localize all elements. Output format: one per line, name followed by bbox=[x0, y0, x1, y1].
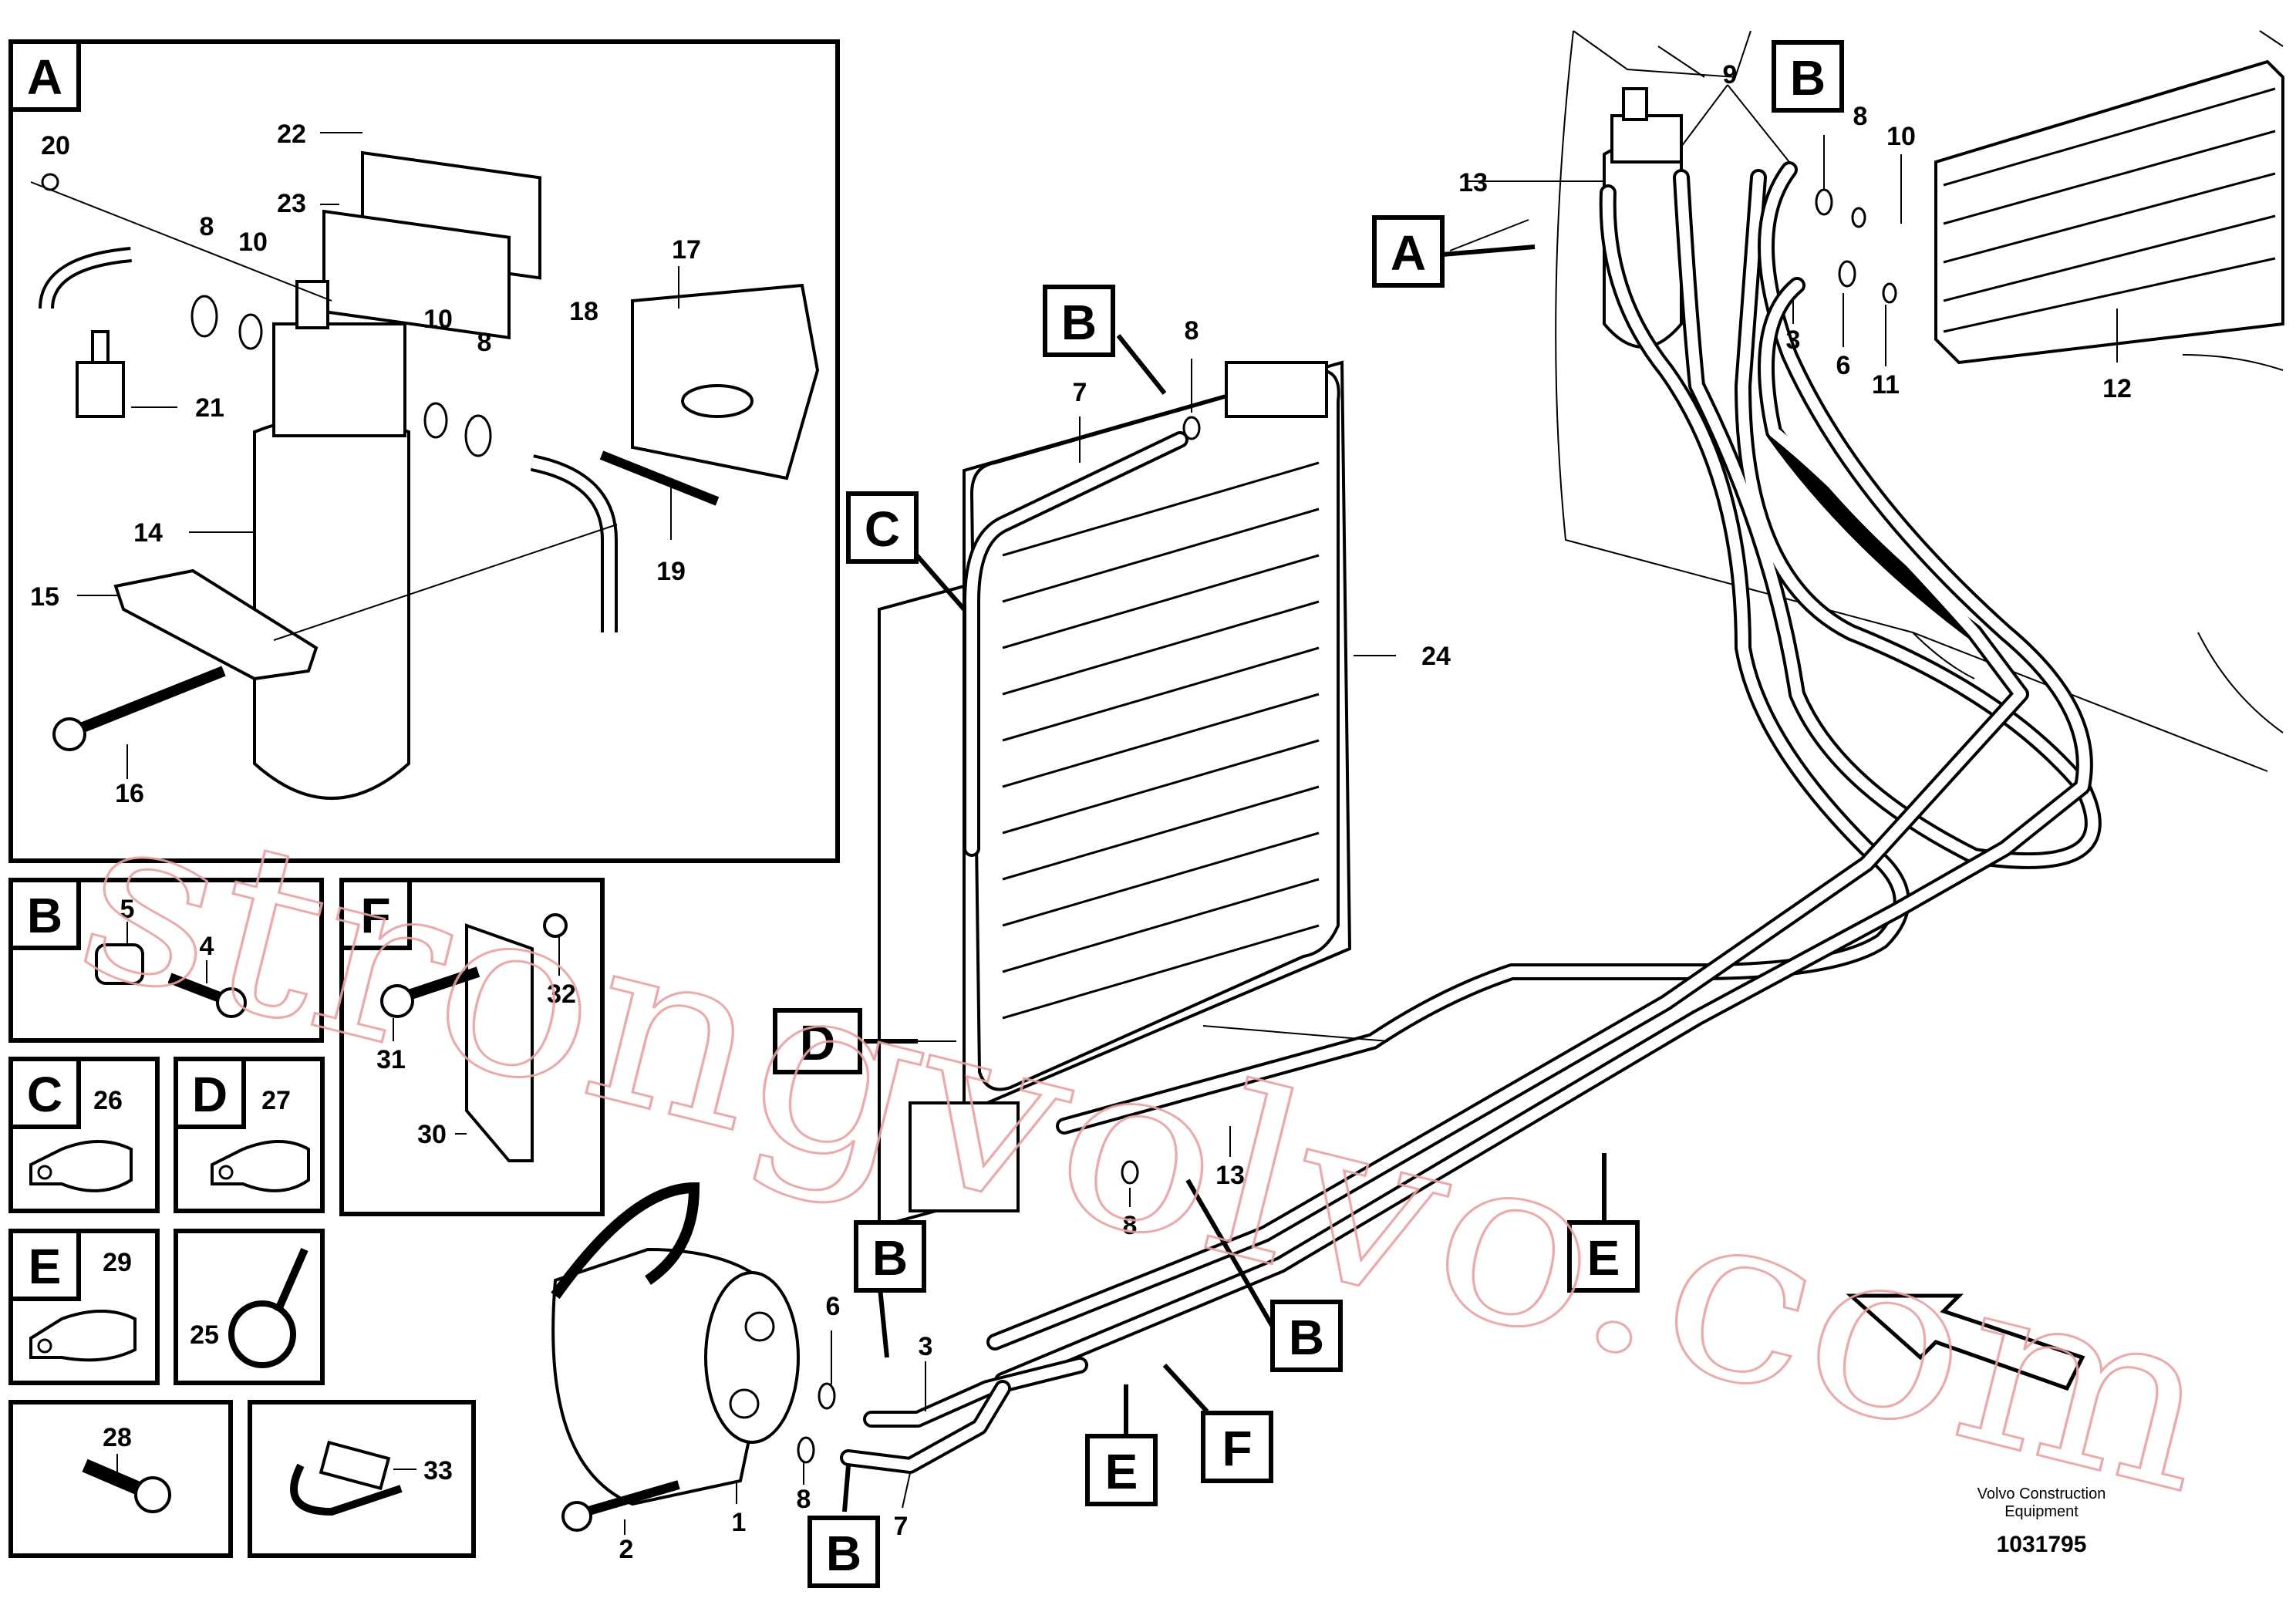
condenser-24 bbox=[878, 360, 1352, 1229]
ref-box-d: D bbox=[773, 1008, 862, 1074]
ref-box-b-condenser: B bbox=[1043, 285, 1115, 357]
callout-8-evap: 8 bbox=[1853, 102, 1868, 131]
callout-2: 2 bbox=[619, 1535, 634, 1564]
ref-box-b-compressor-bottom: B bbox=[807, 1516, 880, 1588]
document-number: 1031795 bbox=[1997, 1532, 2087, 1557]
callout-31: 31 bbox=[376, 1045, 406, 1074]
callout-27: 27 bbox=[261, 1086, 291, 1115]
callout-21: 21 bbox=[195, 393, 224, 423]
callout-20: 20 bbox=[41, 131, 70, 160]
detail-panel-d: D 27 bbox=[174, 1057, 325, 1213]
publisher-line-1: Volvo Construction bbox=[1977, 1485, 2106, 1502]
ref-box-e-right: E bbox=[1567, 1220, 1640, 1293]
svg-text:D: D bbox=[800, 1015, 835, 1071]
callout-8b: 8 bbox=[477, 328, 492, 357]
callout-8-comp: 8 bbox=[797, 1485, 811, 1514]
svg-text:B: B bbox=[1790, 50, 1826, 106]
callout-3-top: 3 bbox=[1786, 325, 1801, 355]
detail-panel-a: A bbox=[8, 39, 840, 863]
callout-3-comp: 3 bbox=[919, 1332, 933, 1361]
svg-text:B: B bbox=[1061, 295, 1097, 350]
callout-18: 18 bbox=[569, 297, 598, 326]
callout-22: 22 bbox=[277, 120, 306, 149]
panel-b-letter: B bbox=[27, 888, 62, 943]
panel-e-letter: E bbox=[29, 1239, 62, 1294]
ref-box-b-compressor-top: B bbox=[854, 1220, 926, 1293]
ref-box-a: A bbox=[1372, 215, 1445, 288]
callout-1: 1 bbox=[732, 1508, 747, 1537]
svg-text:B: B bbox=[826, 1526, 861, 1581]
main-assembly: B A B C D E B B bbox=[551, 30, 2284, 1588]
callout-9: 9 bbox=[1723, 60, 1738, 89]
publisher-footer: Volvo Construction Equipment 1031795 bbox=[1977, 1485, 2106, 1557]
callout-25: 25 bbox=[190, 1320, 219, 1350]
callout-19: 19 bbox=[656, 557, 686, 586]
callout-6-top: 6 bbox=[1836, 351, 1851, 380]
publisher-line-2: Equipment bbox=[2004, 1503, 2079, 1520]
ref-box-c: C bbox=[846, 491, 919, 564]
callout-23: 23 bbox=[277, 189, 306, 218]
detail-panel-clip-33: 33 bbox=[248, 1400, 476, 1558]
callout-10: 10 bbox=[238, 228, 268, 257]
callout-16: 16 bbox=[115, 779, 144, 808]
callout-8: 8 bbox=[200, 212, 214, 241]
callout-28: 28 bbox=[103, 1423, 132, 1452]
callout-13-top: 13 bbox=[1458, 168, 1488, 197]
callout-12: 12 bbox=[2102, 374, 2132, 403]
callout-7-comp: 7 bbox=[894, 1512, 909, 1541]
callout-14: 14 bbox=[133, 518, 163, 548]
callout-6-comp: 6 bbox=[826, 1292, 841, 1321]
callout-17: 17 bbox=[672, 235, 701, 265]
callout-11: 11 bbox=[1872, 370, 1900, 400]
callout-4: 4 bbox=[200, 932, 214, 961]
detail-panel-bolt-28: 28 bbox=[8, 1400, 233, 1558]
panel-a-letter: A bbox=[27, 49, 62, 105]
panel-f-letter: F bbox=[360, 888, 390, 943]
evaporator-12 bbox=[1934, 59, 2284, 365]
callout-8-lower: 8 bbox=[1123, 1211, 1138, 1240]
callout-15: 15 bbox=[30, 582, 59, 612]
callout-10b: 10 bbox=[423, 305, 453, 334]
callout-5: 5 bbox=[120, 895, 135, 924]
callout-33: 33 bbox=[423, 1456, 453, 1485]
callout-26: 26 bbox=[93, 1086, 123, 1115]
callout-13-lower: 13 bbox=[1215, 1161, 1245, 1190]
svg-text:F: F bbox=[1222, 1421, 1252, 1476]
ref-box-e-lower: E bbox=[1085, 1434, 1158, 1506]
callout-8-cond: 8 bbox=[1185, 316, 1199, 346]
callout-30: 30 bbox=[417, 1120, 447, 1149]
ref-box-b-lower: B bbox=[1270, 1300, 1343, 1372]
svg-text:A: A bbox=[1391, 225, 1426, 281]
compressor-1 bbox=[551, 1182, 800, 1532]
panel-c-letter: C bbox=[27, 1067, 62, 1122]
detail-panel-c: C 26 bbox=[8, 1057, 160, 1213]
svg-text:C: C bbox=[865, 501, 900, 557]
callout-29: 29 bbox=[103, 1248, 132, 1277]
ref-box-b-top: B bbox=[1772, 40, 1844, 113]
callout-10-evap: 10 bbox=[1886, 122, 1916, 151]
svg-text:E: E bbox=[1587, 1230, 1620, 1286]
detail-panel-e: E 29 bbox=[8, 1229, 160, 1385]
detail-panel-f: F 32 31 30 bbox=[339, 878, 605, 1216]
callout-7-top: 7 bbox=[1073, 378, 1087, 407]
detail-panel-cable-tie: 25 bbox=[174, 1229, 325, 1385]
callout-24: 24 bbox=[1421, 642, 1451, 671]
svg-text:B: B bbox=[1289, 1310, 1324, 1365]
callout-32: 32 bbox=[547, 980, 576, 1009]
svg-text:B: B bbox=[872, 1230, 908, 1286]
ref-box-f: F bbox=[1201, 1411, 1273, 1483]
svg-text:E: E bbox=[1105, 1444, 1138, 1499]
detail-panel-b: B 5 4 bbox=[8, 878, 324, 1043]
panel-d-letter: D bbox=[192, 1067, 228, 1122]
